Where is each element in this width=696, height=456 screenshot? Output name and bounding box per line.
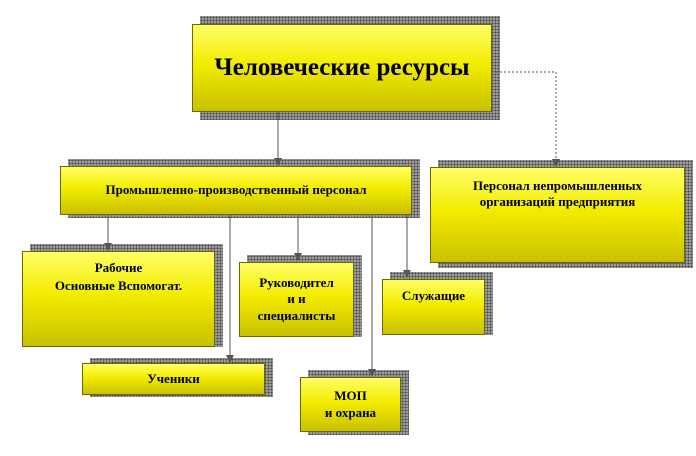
- apprentices-box: Ученики: [82, 363, 265, 395]
- root-label: Человеческие ресурсы: [214, 54, 470, 82]
- employees-label: Служащие: [401, 288, 466, 303]
- nonindustrial-staff-label: Персонал непромышленных организаций пред…: [473, 178, 642, 210]
- nonindustrial-staff-box: Персонал непромышленных организаций пред…: [430, 167, 685, 263]
- industrial-staff-box: Промышленно-производственный персонал: [60, 166, 412, 215]
- workers-subtitle: Основные Вспомогат.: [54, 278, 183, 294]
- managers-label: Руководител и и специалисты: [257, 275, 336, 323]
- workers-title: Рабочие: [94, 260, 143, 275]
- mop-box: МОП и охрана: [300, 377, 401, 432]
- managers-box: Руководител и и специалисты: [239, 262, 354, 337]
- workers-box: Рабочие Основные Вспомогат.: [22, 251, 215, 347]
- employees-box: Служащие: [382, 279, 485, 335]
- root-box: Человеческие ресурсы: [192, 24, 492, 112]
- industrial-staff-label: Промышленно-производственный персонал: [105, 182, 367, 198]
- arrow-root-to-nonindustrial: [492, 71, 560, 167]
- apprentices-label: Ученики: [147, 370, 200, 386]
- mop-label: МОП и охрана: [324, 388, 377, 420]
